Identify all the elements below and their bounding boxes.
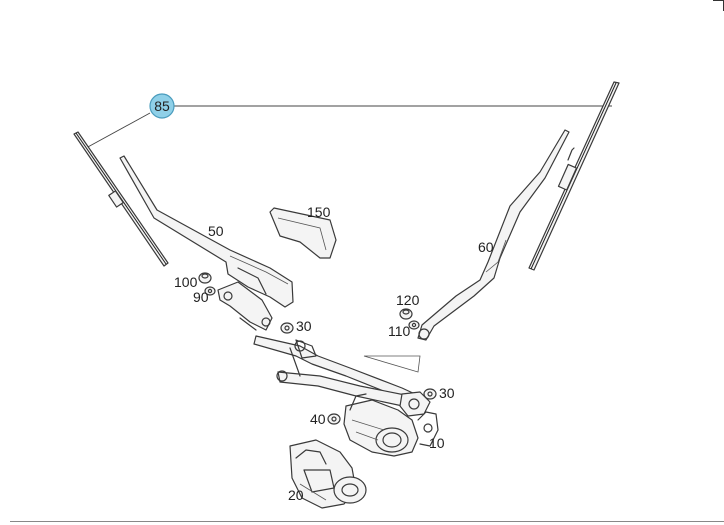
wiper-linkage[interactable] xyxy=(217,281,431,417)
bolt-40[interactable] xyxy=(327,413,341,425)
washer-110[interactable] xyxy=(408,320,420,330)
callout-30-right-label[interactable]: 30 xyxy=(439,385,455,401)
nut-100[interactable] xyxy=(198,272,212,284)
cap-120[interactable] xyxy=(399,308,413,320)
callout-90-label[interactable]: 90 xyxy=(193,289,209,305)
left-wiper-blade[interactable] xyxy=(73,131,169,267)
callout-85-leaders xyxy=(85,105,612,149)
callout-60-label[interactable]: 60 xyxy=(478,239,494,255)
wiper-motor-upper[interactable] xyxy=(343,393,439,457)
callout-20-label[interactable]: 20 xyxy=(288,487,304,503)
callout-150-label[interactable]: 150 xyxy=(307,204,331,220)
bottom-divider xyxy=(10,521,724,522)
washer-90[interactable] xyxy=(204,286,216,296)
callout-85-label: 85 xyxy=(154,98,170,114)
callout-120-label[interactable]: 120 xyxy=(396,292,420,308)
callout-110-label[interactable]: 110 xyxy=(388,323,411,339)
nut-30-right[interactable] xyxy=(423,388,437,400)
right-wiper-blade[interactable] xyxy=(528,81,620,271)
callout-100-label[interactable]: 100 xyxy=(174,274,198,290)
right-wiper-arm[interactable] xyxy=(417,129,570,341)
nut-30-left[interactable] xyxy=(280,322,294,334)
callout-50-label[interactable]: 50 xyxy=(208,223,224,239)
left-wiper-arm[interactable] xyxy=(119,155,294,308)
callout-85-bubble[interactable]: 85 xyxy=(149,93,175,119)
cowl-cover-part[interactable] xyxy=(269,207,337,259)
wiper-motor-lower[interactable] xyxy=(289,439,367,509)
callout-10-label[interactable]: 10 xyxy=(429,435,445,451)
callout-30-left-label[interactable]: 30 xyxy=(296,318,312,334)
callout-40-label[interactable]: 40 xyxy=(310,411,326,427)
